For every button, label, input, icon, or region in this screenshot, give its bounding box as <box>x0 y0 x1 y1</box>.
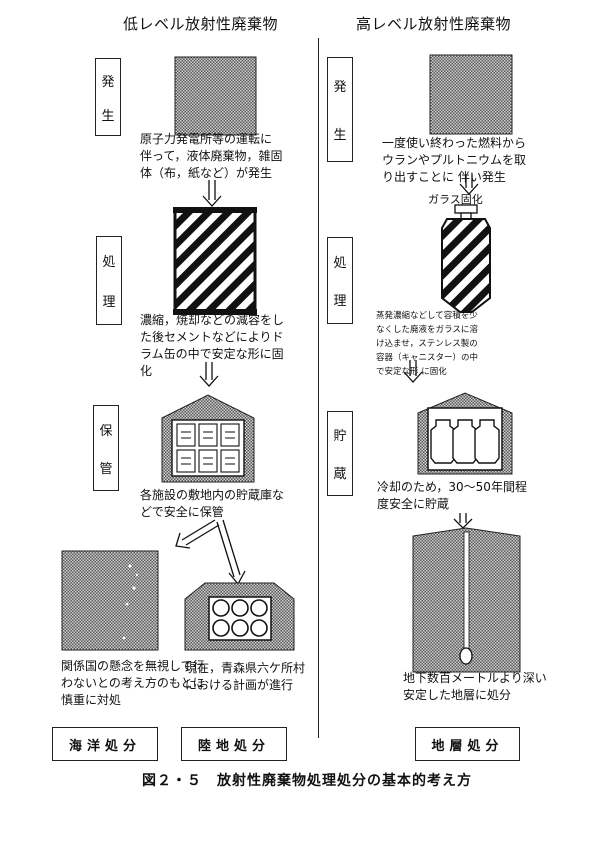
low-level-title: 低レベル放射性廃棄物 <box>123 15 279 33</box>
glass-vitrification-label: ガラス固化 <box>428 193 483 206</box>
canister-icon <box>441 204 491 313</box>
desc-low-storage: 各施設の敷地内の貯蔵庫な どで安全に保管 <box>140 488 285 519</box>
ocean-disposal-block <box>61 550 159 651</box>
figure-caption: 図２・５ 放射性廃棄物処理処分の基本的考え方 <box>142 773 472 789</box>
deep-repository-icon <box>459 647 473 665</box>
arrow-land-icon <box>216 519 246 586</box>
land-disposal-label: 陸地処分 <box>181 727 287 761</box>
desc-high-storage: 冷却のため，30～50年間程 度安全に貯蔵 <box>377 480 527 511</box>
high-waste-block <box>429 54 513 135</box>
stage-low-generation: 発 生 <box>95 58 121 136</box>
desc-low-treatment: 濃縮，焼却などの減容をし た後セメントなどによりド ラム缶の中で安定な形に固 化 <box>140 313 285 378</box>
desc-geological: 地下数百メートルより深い 安定した地層に処分 <box>403 671 547 702</box>
arrow-down-icon <box>202 180 222 207</box>
desc-ocean: 関係国の懸念を無視して行 わないとの考え方のもとに 慎重に対処 <box>61 659 205 707</box>
desc-high-generation: 一度使い終わった燃料から ウランやプルトニウムを取 り出すことに 伴い発生 <box>382 136 527 184</box>
desc-land: 現在，青森県六ケ所村 における計画が進行 <box>185 661 306 692</box>
low-waste-block <box>174 56 257 136</box>
ocean-disposal-label: 海洋処分 <box>52 727 158 761</box>
geological-disposal-label: 地層処分 <box>415 727 520 761</box>
arrow-down-icon <box>459 174 479 195</box>
stage-high-generation: 発 生 <box>327 57 353 162</box>
arrow-ocean-icon <box>175 519 220 549</box>
desc-low-generation: 原子力発電所等の運転に 伴って，液体廃棄物，雑固 体（布，紙など）が発生 <box>140 132 283 180</box>
desc-high-treatment: 蒸発濃縮などして容積を少 なくした廃液をガラスに溶 け込ませ，ステンレス製の 容… <box>376 311 479 377</box>
arrow-down-icon <box>453 513 473 529</box>
stage-low-treatment: 処 理 <box>96 236 122 325</box>
high-level-title: 高レベル放射性廃棄物 <box>356 15 512 33</box>
arrow-down-icon <box>403 360 423 383</box>
stage-high-treatment: 処 理 <box>327 237 353 324</box>
drum-icon <box>173 207 257 315</box>
arrow-down-icon <box>199 362 219 387</box>
column-divider <box>318 38 319 738</box>
stage-high-storage: 貯 蔵 <box>327 411 353 496</box>
stage-low-storage: 保 管 <box>93 405 119 491</box>
